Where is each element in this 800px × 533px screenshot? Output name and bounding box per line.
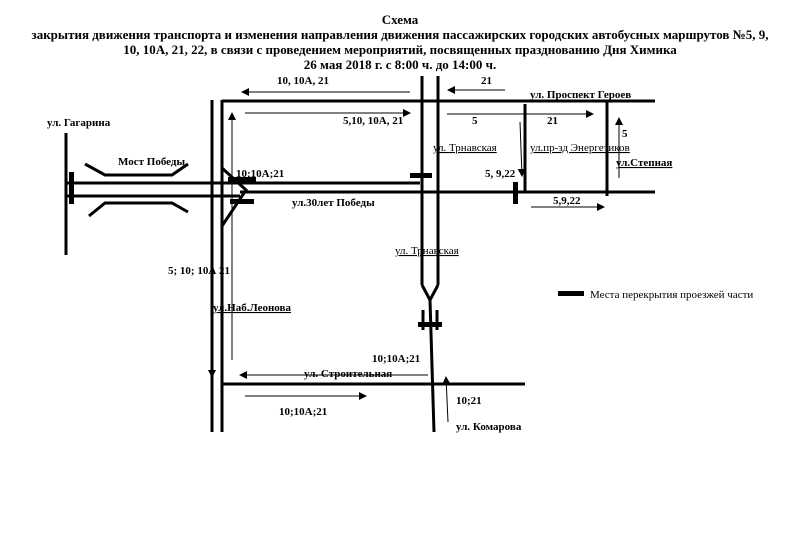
label-stepnaya: ул.Степная bbox=[616, 157, 672, 169]
route-geroev-21: 21 bbox=[547, 115, 558, 127]
road-trnavskaya-merge bbox=[420, 284, 440, 304]
label-trnavskaya-mid: ул. Трнавская bbox=[395, 245, 459, 257]
label-pobedy30: ул.30лет Победы bbox=[292, 197, 375, 209]
label-trnavskaya-top: ул. Трнавская bbox=[433, 142, 497, 154]
route-leonova: 5; 10; 10А 21 bbox=[168, 265, 230, 277]
closure-legend-swatch bbox=[558, 291, 584, 296]
closure-energetikov bbox=[513, 182, 518, 204]
legend-label: Места перекрытия проезжей части bbox=[590, 289, 753, 301]
label-leonova: ул.Наб.Леонова bbox=[213, 302, 291, 314]
label-geroev: ул. Проспект Героев bbox=[530, 89, 631, 101]
label-energetikov: ул.пр-зд Энергетиков bbox=[530, 142, 630, 154]
arrow-trnav-south bbox=[517, 121, 526, 177]
route-top-east: 5,10, 10А, 21 bbox=[343, 115, 403, 127]
label-komarova: ул. Комарова bbox=[456, 421, 522, 433]
route-top-right-west: 21 bbox=[481, 75, 492, 87]
route-komarova: 10;21 bbox=[456, 395, 482, 407]
road-komarova bbox=[428, 299, 436, 433]
route-junction-left: 10;10А;21 bbox=[236, 168, 284, 180]
label-gagarina: ул. Гагарина bbox=[47, 117, 111, 129]
diagram-subtitle-line2: 10, 10А, 21, 22, в связи с проведением м… bbox=[123, 42, 677, 57]
route-top-left-west: 10, 10А, 21 bbox=[277, 75, 329, 87]
bridge-rail-bottom bbox=[88, 201, 189, 218]
bridge-rail-top bbox=[84, 162, 189, 177]
closure-pobedy-north bbox=[228, 177, 256, 182]
diagram-title: Схема bbox=[381, 12, 419, 27]
route-stroit-east: 10;10А;21 bbox=[279, 406, 327, 418]
closure-trnavskaya-bottom bbox=[418, 322, 442, 327]
road-chevron bbox=[220, 166, 248, 227]
closure-trnavskaya-top bbox=[410, 173, 432, 178]
closure-gagarina bbox=[69, 172, 74, 204]
route-pobedy-east: 5,9,22 bbox=[553, 195, 581, 207]
route-stepnaya-5: 5 bbox=[622, 128, 628, 140]
label-stroitelnaya: ул. Строительная bbox=[304, 368, 392, 380]
diagram-subtitle-line1: закрытия движения транспорта и изменения… bbox=[31, 27, 769, 42]
diagram-date: 26 мая 2018 г. с 8:00 ч. до 14:00 ч. bbox=[303, 57, 497, 72]
route-trnav-south: 5, 9,22 bbox=[485, 168, 516, 180]
route-stroit-north: 10;10А;21 bbox=[372, 353, 420, 365]
route-geroev-5: 5 bbox=[472, 115, 478, 127]
label-most-pobedy: Мост Победы bbox=[118, 156, 185, 168]
arrow-komarova-north bbox=[442, 376, 451, 423]
closure-pobedy-south bbox=[230, 199, 254, 204]
